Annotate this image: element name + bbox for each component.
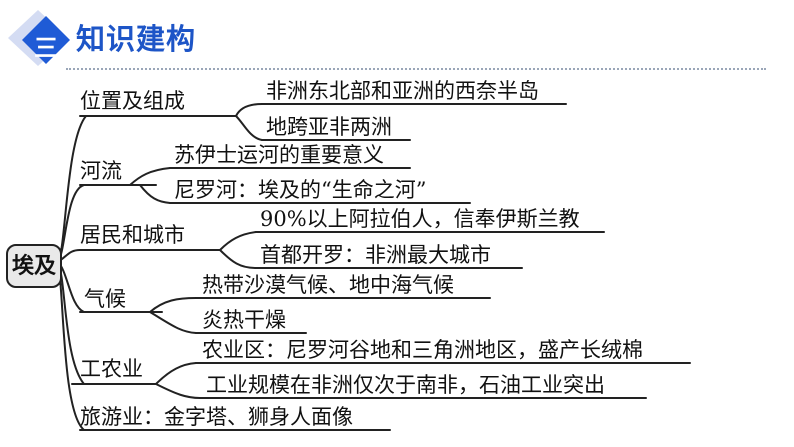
- connector-1-1: [235, 103, 263, 117]
- branch-climate: 气候: [84, 287, 126, 311]
- leaf-industry-2: 工业规模在非洲仅次于南非，石油工业突出: [206, 373, 605, 397]
- connector-5-1: [155, 362, 197, 385]
- connector-5-2: [155, 383, 201, 399]
- connector-3-1: [219, 231, 257, 251]
- leaf-rivers-2: 尼罗河：埃及的“生命之河”: [174, 178, 427, 202]
- connector-1-2: [235, 115, 263, 141]
- section-number: 三: [34, 34, 58, 62]
- leaf-industry-1: 农业区：尼罗河谷地和三角洲地区，盛产长绒棉: [202, 338, 643, 362]
- badge-shape: [8, 10, 70, 66]
- branch-population-cities: 居民和城市: [80, 223, 185, 247]
- leaf-location-1: 非洲东北部和亚洲的西奈半岛: [266, 79, 539, 103]
- header-divider: [66, 68, 766, 70]
- leaf-population-2: 首都开罗：非洲最大城市: [260, 243, 491, 267]
- leaf-population-1: 90%以上阿拉伯人，信奉伊斯兰教: [260, 207, 580, 231]
- section-header: 三 知识建构: [0, 0, 794, 80]
- connector-2-1: [129, 167, 171, 186]
- leaf-climate-1: 热带沙漠气候、地中海气候: [202, 273, 454, 297]
- section-badge: 三: [6, 8, 70, 68]
- connector-4-1: [149, 297, 197, 313]
- leaf-location-2: 地跨亚非两洲: [266, 115, 392, 139]
- branch-tourism: 旅游业：金字塔、狮身人面像: [80, 405, 353, 429]
- leaf-rivers-1: 苏伊士运河的重要意义: [174, 143, 384, 167]
- branch-industry-agriculture: 工农业: [80, 357, 143, 381]
- connector-2-2: [139, 184, 171, 204]
- branch-location: 位置及组成: [80, 89, 185, 113]
- connector-3-2: [219, 249, 257, 269]
- mindmap-root: 埃及: [6, 244, 62, 288]
- branch-rivers: 河流: [80, 159, 122, 183]
- connector-4-2: [149, 311, 197, 334]
- section-title: 知识建构: [76, 22, 197, 56]
- leaf-climate-2: 炎热干燥: [202, 308, 286, 332]
